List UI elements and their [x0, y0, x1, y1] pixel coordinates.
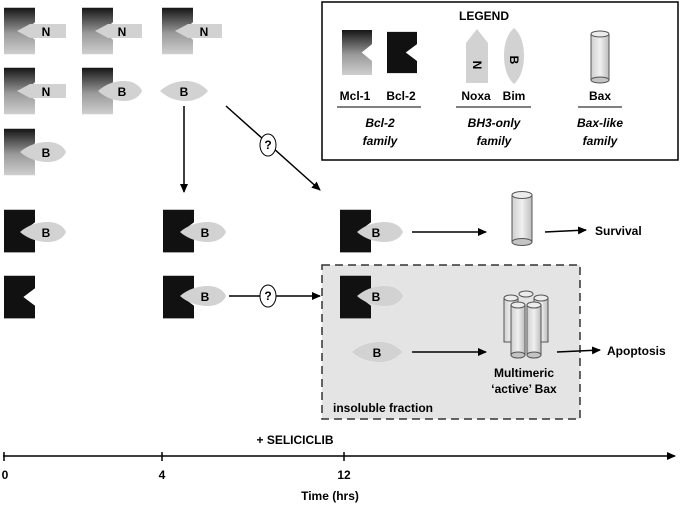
apoptosis-label: Apoptosis	[607, 344, 666, 358]
legend-title: LEGEND	[459, 9, 509, 23]
legend-bcl2-family-line1: Bcl-2	[365, 116, 395, 130]
bim-letter: B	[372, 290, 381, 304]
bim-shape	[180, 222, 226, 242]
noxa-shape	[175, 24, 222, 38]
bim-letter: B	[373, 346, 382, 360]
noxa-shape	[17, 24, 66, 38]
unknown-marker	[259, 133, 277, 157]
legend-bh3-family-line1: BH3-only	[468, 116, 522, 130]
bim-shape	[357, 222, 403, 242]
legend-bim-icon	[504, 28, 524, 84]
bim-letter: B	[201, 226, 210, 240]
noxa-shape	[17, 84, 66, 98]
bax-multimer	[503, 290, 549, 359]
bax-monomer	[511, 191, 533, 246]
bim-shape	[20, 222, 66, 242]
legend-bcl2-family-line2: family	[363, 134, 399, 148]
bim-letter: B	[42, 226, 51, 240]
noxa-shape	[95, 24, 142, 38]
bim-letter: B	[180, 85, 189, 99]
insoluble-fraction-label: insoluble fraction	[333, 401, 433, 415]
legend-bim-label: Bim	[503, 89, 526, 103]
arrow-to-survival	[544, 226, 587, 235]
unknown-marker-text: ?	[264, 289, 271, 303]
legend-noxa-label: Noxa	[461, 89, 491, 103]
noxa-letter: N	[200, 25, 209, 39]
unknown-marker-text: ?	[264, 138, 271, 152]
legend-bax-family-line2: family	[583, 134, 619, 148]
survival-label: Survival	[595, 224, 642, 238]
legend-bax-family-line1: Bax-like	[577, 116, 623, 130]
legend-bax-icon	[590, 30, 610, 84]
treatment-label: + SELICICLIB	[256, 433, 333, 447]
unknown-marker	[259, 284, 277, 308]
time-axis-label: Time (hrs)	[301, 489, 359, 503]
bcl2-free-t0	[4, 275, 35, 319]
noxa-letter: N	[118, 25, 127, 39]
bim-letter: B	[118, 85, 127, 99]
legend-bax-label: Bax	[589, 89, 611, 103]
legend-noxa-icon	[466, 29, 488, 83]
arrow-to-apoptosis	[556, 346, 601, 355]
legend-bcl2-label: Bcl-2	[386, 89, 416, 103]
legend-bh3-family-line2: family	[477, 134, 513, 148]
bim-free-shape	[160, 81, 208, 101]
bim-shape	[357, 286, 403, 306]
bim-shape	[180, 286, 226, 306]
bim-shape	[20, 142, 66, 162]
time-tick-label: 0	[2, 468, 9, 482]
legend-mcl1-label: Mcl-1	[340, 89, 371, 103]
multimeric-bax-label-line2: ‘active’ Bax	[491, 382, 557, 396]
time-tick-label: 4	[159, 468, 166, 482]
bim-letter: B	[201, 290, 210, 304]
bim-letter: B	[372, 226, 381, 240]
legend-bim-letter: B	[507, 56, 521, 65]
legend-box	[321, 1, 679, 161]
noxa-letter: N	[42, 25, 51, 39]
bim-free-insoluble	[352, 342, 402, 362]
bim-letter: B	[42, 146, 51, 160]
time-tick-label: 12	[337, 468, 351, 482]
bim-shape	[98, 81, 142, 101]
noxa-letter: N	[42, 85, 51, 99]
legend-noxa-letter: N	[470, 61, 484, 70]
multimeric-bax-label-line1: Multimeric	[494, 366, 554, 380]
